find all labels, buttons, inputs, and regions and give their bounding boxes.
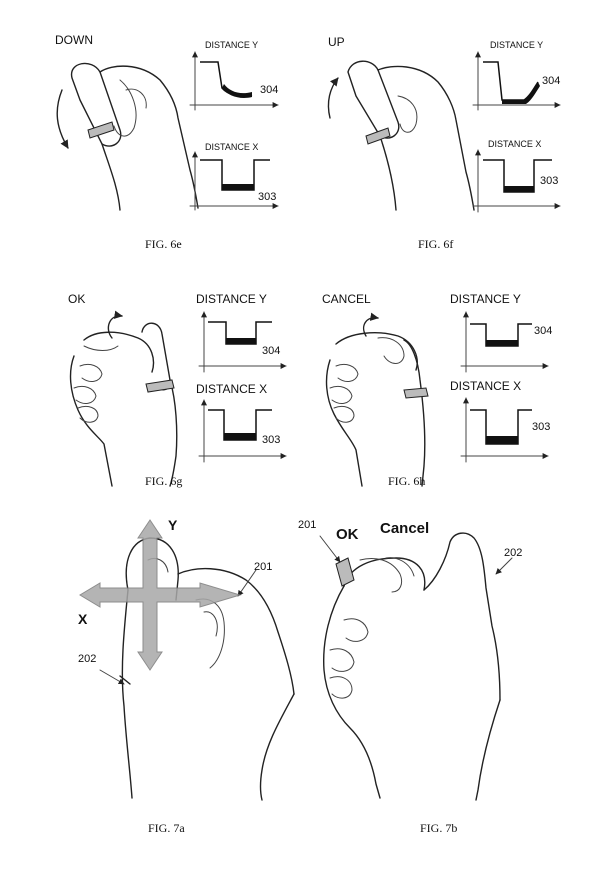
reference-number: 304 <box>534 325 552 337</box>
graph-label: DISTANCE Y <box>196 292 267 306</box>
figure-caption: FIG. 6h <box>388 474 425 488</box>
graph-label: DISTANCE Y <box>450 292 521 306</box>
hand-drawing-up <box>327 60 475 211</box>
hand-drawing-ok-cancel <box>319 532 513 801</box>
reference-number: 303 <box>258 191 276 203</box>
fig-6f: UP DISTANCE Y 304 DISTANCE X 303 FIG. 6f <box>327 35 561 251</box>
hand-drawing-thumb <box>99 537 295 801</box>
reference-number-hand: 202 <box>504 547 522 559</box>
xy-direction-arrows <box>79 519 242 671</box>
ok-label: OK <box>336 526 359 543</box>
reference-number: 303 <box>532 421 550 433</box>
graph-label: DISTANCE Y <box>205 40 258 50</box>
reference-number: 304 <box>542 75 560 87</box>
hand-drawing-down <box>56 62 199 211</box>
reference-number-ring: 201 <box>298 519 316 531</box>
cancel-label: Cancel <box>380 520 429 537</box>
reference-number: 303 <box>262 434 280 446</box>
gesture-label-up: UP <box>328 35 345 49</box>
hand-drawing-ok <box>69 310 178 487</box>
graph-distance-y-6g: DISTANCE Y 304 <box>196 292 287 373</box>
fig-7b: OK Cancel 201 202 FIG. 7b <box>298 519 522 835</box>
figure-caption: FIG. 6e <box>145 237 182 251</box>
graph-distance-x-6e: DISTANCE X 303 <box>189 142 279 211</box>
graph-label: DISTANCE X <box>205 142 258 152</box>
fig-7a: Y X 201 202 FIG. 7a <box>78 517 295 835</box>
fig-6g: OK DISTANCE Y 304 DISTANCE X <box>68 292 287 488</box>
reference-number-hand: 202 <box>78 653 96 665</box>
figure-caption: FIG. 6g <box>145 474 182 488</box>
figure-caption: FIG. 7a <box>148 821 185 835</box>
graph-label: DISTANCE X <box>450 379 521 393</box>
reference-number: 304 <box>262 345 280 357</box>
fig-6e: DOWN DISTANCE Y 304 DISTANCE X 303 FI <box>55 33 279 251</box>
reference-number-ring: 201 <box>254 561 272 573</box>
gesture-label-ok: OK <box>68 292 85 306</box>
graph-distance-y-6e: DISTANCE Y 304 <box>189 40 279 111</box>
axis-label-y: Y <box>168 517 178 533</box>
graph-distance-y-6f: DISTANCE Y 304 <box>472 40 561 111</box>
graph-label: DISTANCE X <box>196 382 267 396</box>
graph-label: DISTANCE X <box>488 139 541 149</box>
figure-caption: FIG. 7b <box>420 821 457 835</box>
graph-distance-y-6h: DISTANCE Y 304 <box>450 292 552 373</box>
graph-distance-x-6h: DISTANCE X 303 <box>450 379 550 463</box>
gesture-label-down: DOWN <box>55 33 93 47</box>
graph-distance-x-6f: DISTANCE X 303 <box>472 139 561 213</box>
graph-distance-x-6g: DISTANCE X 303 <box>196 382 287 463</box>
hand-drawing-cancel <box>325 312 429 487</box>
reference-number: 304 <box>260 84 278 96</box>
gesture-label-cancel: CANCEL <box>322 292 371 306</box>
reference-number: 303 <box>540 175 558 187</box>
axis-label-x: X <box>78 611 88 627</box>
graph-label: DISTANCE Y <box>490 40 543 50</box>
fig-6h: CANCEL DISTANCE Y 304 DISTANCE X <box>322 292 552 488</box>
figure-caption: FIG. 6f <box>418 237 453 251</box>
